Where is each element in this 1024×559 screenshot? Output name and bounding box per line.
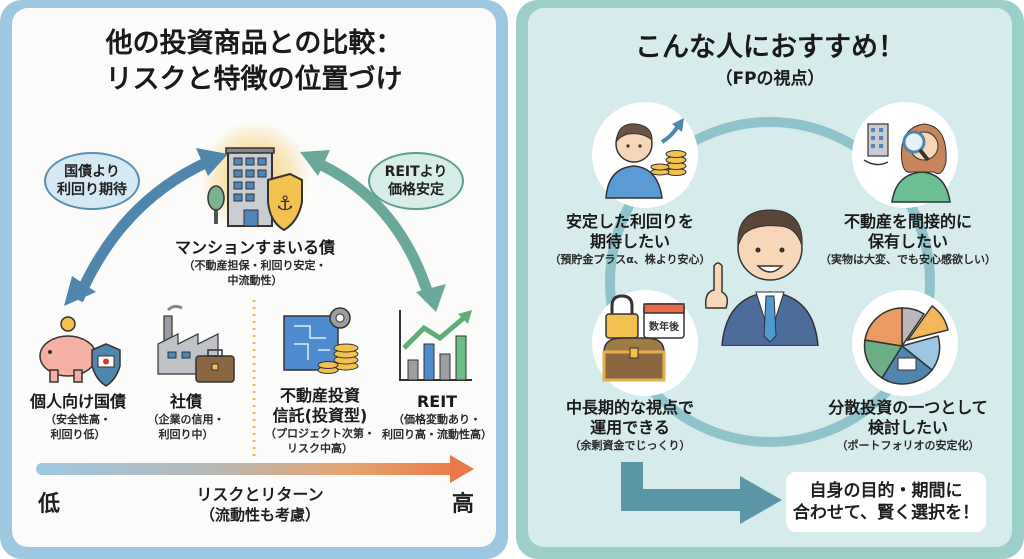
lock-calendar-chest-icon: 数年後 bbox=[602, 294, 685, 382]
product-name: 社債 bbox=[169, 392, 202, 411]
product-name: REIT bbox=[416, 392, 458, 411]
flow-arrow bbox=[621, 462, 782, 524]
bubble-line: 利回り期待 bbox=[57, 182, 127, 198]
product-detail: 利回り高・流動性高） bbox=[382, 428, 492, 441]
risk-axis-label: リスクとリターン （流動性も考慮） bbox=[160, 484, 360, 525]
businessman-pointing-icon bbox=[704, 209, 819, 346]
product-name: 不動産投資 bbox=[279, 386, 360, 405]
product-detail: 利回り低） bbox=[50, 428, 106, 441]
product-name: 信託(投資型) bbox=[272, 406, 368, 425]
persona-main: 中長期的な視点で bbox=[565, 398, 694, 417]
persona-main: 期待したい bbox=[589, 232, 670, 251]
persona-main: 運用できる bbox=[590, 418, 670, 437]
title-line-2: リスクと特徴の位置づけ bbox=[105, 64, 403, 95]
pie-chart-icon bbox=[863, 304, 949, 385]
persona-main: 不動産を間接的に bbox=[843, 212, 972, 231]
piggy-bank-shield-icon bbox=[39, 316, 121, 387]
product-corporate-bond: 社債 （企業の信用・ 利回り中） bbox=[136, 392, 236, 442]
persona-2-label: 不動産を間接的に 保有したい （実物は大変、でも安心感欲しい） bbox=[808, 212, 1008, 267]
bubble-vs-jgb: 国債より利回り期待 bbox=[44, 152, 140, 210]
product-detail: （価格変動あり・ bbox=[393, 413, 481, 426]
blueprint-gear-coins-icon bbox=[283, 307, 359, 374]
risk-low-label: 低 bbox=[38, 492, 61, 517]
persona-4-badge bbox=[852, 290, 958, 396]
risk-axis-title: リスクとリターン bbox=[196, 485, 324, 504]
bar-chart-up-arrow-icon bbox=[399, 310, 472, 381]
center-product-detail: （不動産担保・利回り安定・ bbox=[183, 259, 327, 272]
center-product-label: マンションすまいる債 （不動産担保・利回り安定・ 中流動性） bbox=[150, 238, 360, 288]
persona-1-badge bbox=[592, 102, 698, 208]
persona-3-label: 中長期的な視点で 運用できる （余剰資金でじっくり） bbox=[530, 398, 730, 453]
conclusion-line-1: 自身の目的・期間に bbox=[809, 481, 963, 501]
right-double-arrow bbox=[300, 150, 446, 312]
persona-main: 保有したい bbox=[867, 232, 948, 251]
conclusion-line-2: 合わせて、賢く選択を！ bbox=[792, 503, 980, 523]
persona-sub: （実物は大変、でも安心感欲しい） bbox=[820, 253, 996, 266]
persona-1-label: 安定した利回りを 期待したい （預貯金プラスα、株より安心） bbox=[530, 212, 730, 267]
product-detail: （安全性高・ bbox=[45, 413, 111, 426]
product-reit: REIT （価格変動あり・ 利回り高・流動性高） bbox=[370, 392, 504, 442]
factory-briefcase-icon bbox=[157, 304, 235, 383]
center-product-detail: 中流動性） bbox=[227, 274, 283, 287]
woman-magnifier-building-icon bbox=[863, 123, 951, 203]
persona-4-label: 分散投資の一つとして 検討したい （ポートフォリオの安定化） bbox=[808, 398, 1008, 453]
bubble-line: REITより bbox=[384, 164, 448, 180]
building-shield-anchor-icon: ⚓ bbox=[207, 147, 303, 232]
persona-main: 検討したい bbox=[867, 418, 948, 437]
product-detail: リスク中高） bbox=[287, 442, 353, 455]
bubble-line: 国債より bbox=[64, 164, 120, 180]
persona-3-badge: 数年後 bbox=[592, 290, 698, 396]
product-detail: （企業の信用・ bbox=[147, 413, 225, 426]
product-detail: 利回り中） bbox=[158, 428, 214, 441]
bubble-line: 価格安定 bbox=[387, 182, 444, 198]
title-line-1: 他の投資商品との比較： bbox=[105, 28, 403, 59]
product-jgb: 個人向け国債 （安全性高・ 利回り低） bbox=[18, 392, 138, 442]
recommendation-subtitle: （FPの視点） bbox=[715, 69, 825, 89]
man-coins-arrow-icon bbox=[605, 118, 687, 199]
recommendation-panel: こんな人におすすめ！ （FPの視点） bbox=[516, 0, 1024, 559]
risk-axis-subtitle: （流動性も考慮） bbox=[199, 506, 320, 524]
product-name: 個人向け国債 bbox=[29, 392, 126, 411]
product-real-estate-trust: 不動産投資 信託(投資型) （プロジェクト次第・ リスク中高） bbox=[258, 386, 382, 456]
persona-sub: （預貯金プラスα、株より安心） bbox=[549, 253, 711, 266]
risk-return-gradient-bar bbox=[36, 463, 456, 475]
persona-2-badge bbox=[852, 102, 958, 208]
recommendation-title: こんな人におすすめ！ bbox=[635, 32, 905, 63]
risk-arrow-head-icon bbox=[450, 455, 474, 483]
svg-text:⚓: ⚓ bbox=[276, 191, 294, 215]
calendar-label: 数年後 bbox=[649, 320, 680, 333]
persona-sub: （ポートフォリオの安定化） bbox=[836, 439, 980, 452]
persona-main: 分散投資の一つとして bbox=[828, 398, 988, 417]
comparison-title: 他の投資商品との比較： リスクと特徴の位置づけ bbox=[12, 26, 496, 98]
persona-sub: （余剰資金でじっくり） bbox=[569, 439, 691, 452]
center-product-name: マンションすまいる債 bbox=[174, 238, 335, 257]
conclusion-box: 自身の目的・期間に 合わせて、賢く選択を！ bbox=[786, 472, 986, 532]
left-double-arrow bbox=[64, 148, 228, 306]
persona-main: 安定した利回りを bbox=[565, 212, 694, 231]
comparison-arrows bbox=[64, 148, 446, 458]
bubble-vs-reit: REITより価格安定 bbox=[368, 152, 464, 210]
comparison-panel: 他の投資商品との比較： リスクと特徴の位置づけ 国債より利回り期待 REITより… bbox=[0, 0, 508, 559]
persona-ring bbox=[605, 117, 935, 524]
product-detail: （プロジェクト次第・ bbox=[265, 427, 375, 440]
risk-high-label: 高 bbox=[452, 492, 475, 517]
